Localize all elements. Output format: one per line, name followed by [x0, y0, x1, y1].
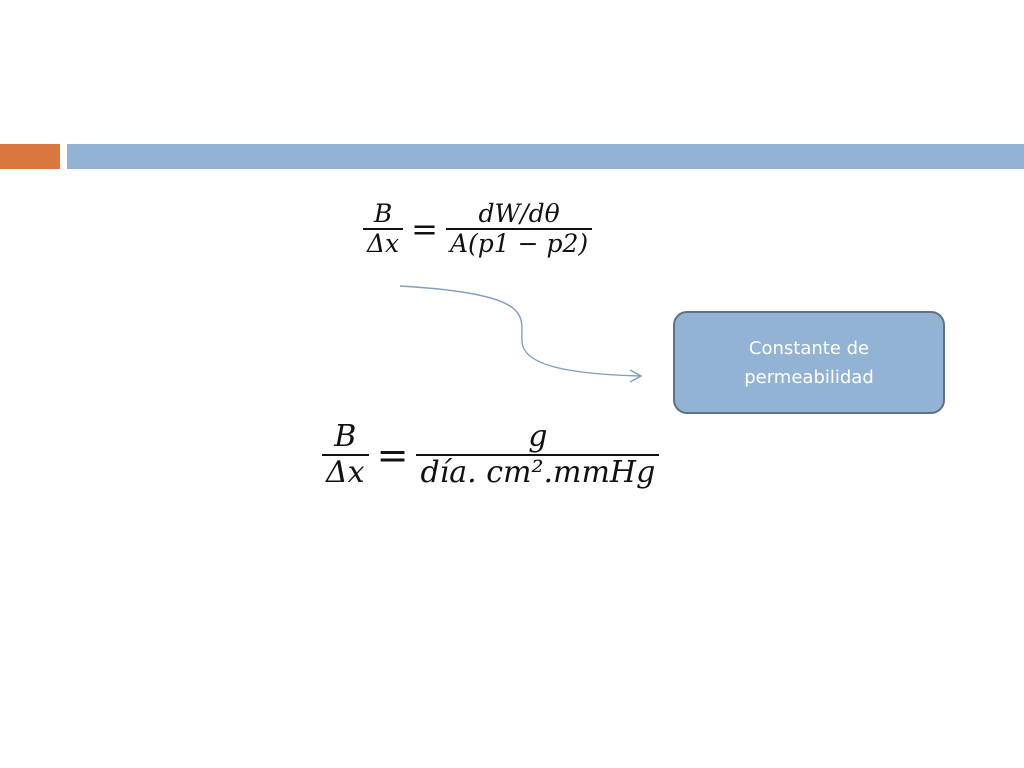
rhs-fraction: g día. cm².mmHg: [416, 419, 660, 490]
permeability-units-equation: B Δx = g día. cm².mmHg: [322, 419, 660, 490]
lhs-denominator: Δx: [326, 454, 365, 490]
lhs-numerator: B: [334, 419, 357, 454]
rhs-numerator: g: [528, 419, 548, 454]
fraction-bar: [445, 228, 593, 230]
rhs-numerator: dW/dθ: [478, 199, 560, 228]
permeability-equation: B Δx = dW/dθ A(p1 − p2): [363, 199, 593, 258]
lhs-numerator: B: [373, 199, 393, 228]
lhs-denominator: Δx: [367, 229, 400, 258]
fraction-bar: [322, 453, 369, 456]
header-accent-bar-orange: [0, 144, 60, 169]
rhs-denominator: día. cm².mmHg: [420, 454, 656, 490]
permeability-callout: Constante de permeabilidad: [673, 311, 945, 414]
lhs-fraction: B Δx: [322, 420, 369, 489]
callout-label: Constante de permeabilidad: [744, 337, 874, 388]
rhs-denominator: A(p1 − p2): [449, 229, 589, 258]
equals-sign: =: [411, 210, 438, 248]
header-accent-bar-blue: [67, 144, 1024, 169]
equals-sign: =: [376, 432, 409, 477]
lhs-fraction: B Δx: [363, 199, 404, 258]
fraction-bar: [416, 453, 660, 456]
fraction-bar: [363, 228, 404, 230]
rhs-fraction: dW/dθ A(p1 − p2): [445, 199, 593, 258]
